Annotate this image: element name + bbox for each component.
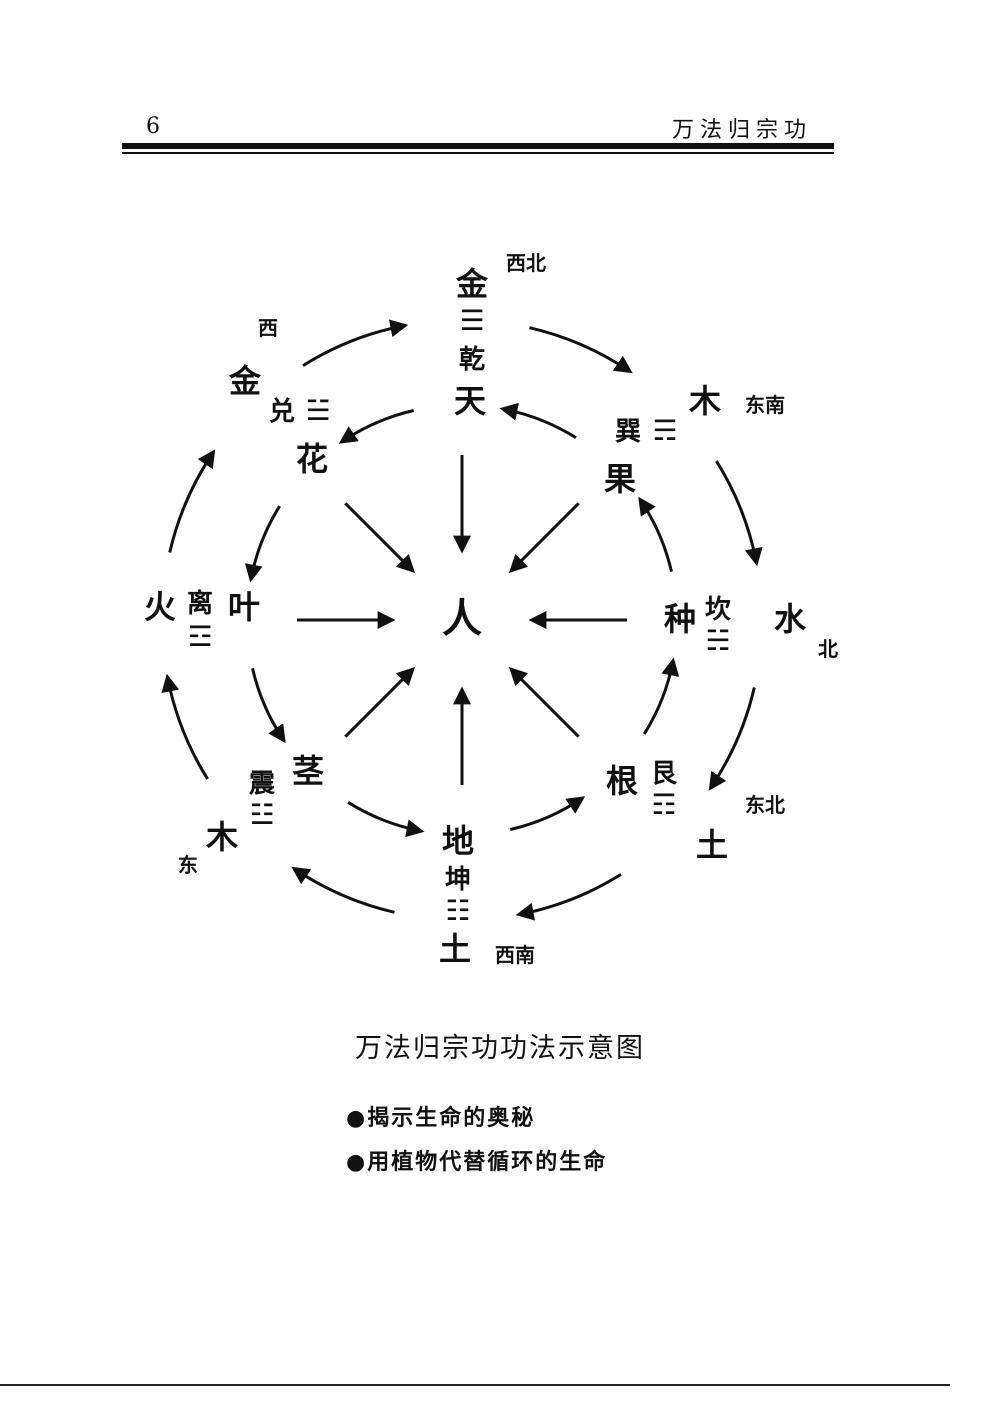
inner-cycle-arrow: [338, 409, 414, 444]
outer-cycle-arrow: [168, 449, 216, 553]
element-label: 土: [696, 826, 728, 864]
trigram-label: 艮: [651, 759, 678, 789]
element-label: 火: [144, 588, 176, 626]
stage-label: 花: [296, 440, 328, 478]
direction-label: 东南: [745, 393, 785, 417]
inner-cycle-arrow: [251, 668, 286, 744]
trigram-label: 坤: [445, 865, 471, 895]
trigram-symbol-icon: ☳: [249, 798, 274, 831]
stage-label: 果: [604, 460, 636, 498]
stage-label: 叶: [228, 588, 260, 626]
trigram-symbol-icon: ☶: [651, 788, 676, 821]
trigram-symbol-icon: ☱: [305, 394, 330, 427]
spoke-arrow: [344, 666, 416, 738]
direction-label: 东: [178, 853, 198, 877]
inner-cycle-arrow: [499, 402, 577, 439]
stage-label: 根: [606, 762, 638, 800]
element-label: 土: [439, 930, 471, 968]
element-label: 木: [688, 382, 721, 420]
outer-cycle-arrow: [302, 319, 409, 367]
trigram-label: 巽: [615, 417, 641, 447]
bullet-item: ●用植物代替循环的生命: [346, 1150, 608, 1175]
direction-label: 北: [818, 637, 838, 661]
direction-label: 西北: [506, 251, 546, 275]
outer-cycle-arrow: [291, 866, 395, 914]
bullet-item: ●揭示生命的奥秘: [346, 1106, 536, 1131]
trigram-symbol-icon: ☲: [187, 620, 212, 653]
header-rule-thin: [122, 152, 834, 154]
outer-cycle-arrow: [515, 873, 622, 921]
outer-cycle-arrow: [529, 326, 633, 374]
element-label: 水: [774, 600, 807, 638]
center-label: 人: [442, 596, 482, 642]
trigram-symbol-icon: ☷: [445, 894, 470, 927]
trigram-label: 兑: [269, 397, 295, 427]
stage-label: 茎: [292, 752, 324, 790]
direction-label: 西南: [495, 943, 535, 967]
inner-cycle-arrow: [643, 657, 680, 735]
stage-label: 天: [454, 382, 486, 420]
inner-cycle-arrow: [347, 801, 425, 838]
trigram-label: 震: [249, 769, 276, 799]
element-label: 木: [205, 818, 238, 856]
direction-label: 西: [258, 316, 278, 340]
page-number: 6: [146, 114, 160, 139]
spoke-arrow: [344, 502, 416, 574]
footer-rule: [0, 1384, 950, 1386]
outer-cycle-arrow: [161, 673, 209, 780]
outer-cycle-arrow: [715, 460, 763, 567]
inner-cycle-arrow: [510, 796, 586, 831]
header-rule: [122, 143, 834, 149]
trigram-label: 离: [187, 588, 213, 619]
stage-label: 地: [442, 822, 474, 860]
inner-cycle-arrow: [244, 505, 281, 583]
spoke-arrow: [508, 666, 580, 738]
element-label: 金: [455, 265, 489, 303]
trigram-symbol-icon: ☴: [652, 414, 677, 447]
spoke-arrow: [508, 502, 580, 574]
direction-label: 东北: [745, 793, 785, 817]
inner-cycle-arrow: [638, 496, 673, 572]
trigram-label: 乾: [459, 345, 485, 375]
trigram-label: 坎: [705, 595, 731, 625]
figure-caption: 万法归宗功功法示意图: [355, 1033, 645, 1064]
outer-cycle-arrow: [708, 687, 756, 791]
stage-label: 种: [664, 600, 696, 638]
running-title: 万法归宗功: [671, 118, 812, 143]
trigram-symbol-icon: ☰: [459, 304, 484, 337]
trigram-symbol-icon: ☵: [705, 624, 730, 657]
element-label: 金: [228, 362, 262, 400]
